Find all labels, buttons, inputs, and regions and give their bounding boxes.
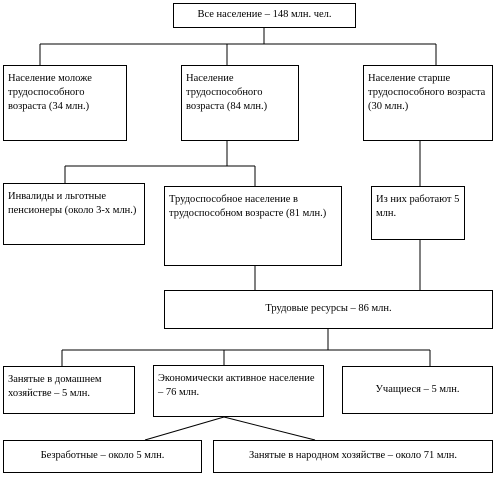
- connector-line: [144, 416, 225, 441]
- node-labor-resources: Трудовые ресурсы – 86 млн.: [164, 290, 493, 329]
- node-disabled-pensioners: Инвалиды и льготные пенсионеры (около 3-…: [3, 183, 145, 245]
- node-unemployed: Безработные – около 5 млн.: [3, 440, 202, 473]
- node-above-working-age: Население старше трудоспособного возраст…: [363, 65, 493, 141]
- node-able-working-age-label: Трудоспособное население в трудоспособно…: [169, 194, 327, 220]
- connector-line: [223, 416, 316, 441]
- node-total-population-label: Все население – 148 млн. чел.: [197, 9, 332, 21]
- node-employed-national-economy-label: Занятые в народном хозяйстве – около 71 …: [249, 450, 457, 462]
- node-economically-active: Экономически активное население – 76 млн…: [153, 365, 324, 417]
- node-above-working-age-label: Население старше трудоспособного возраст…: [368, 73, 486, 113]
- node-household-employed: Занятые в домашнем хозяйстве – 5 млн.: [3, 366, 135, 414]
- node-economically-active-label: Экономически активное население – 76 млн…: [158, 373, 315, 399]
- node-students: Учащиеся – 5 млн.: [342, 366, 493, 414]
- node-working-seniors-label: Из них работают 5 млн.: [376, 194, 460, 220]
- node-household-employed-label: Занятые в домашнем хозяйстве – 5 млн.: [8, 374, 102, 400]
- node-working-age-label: Население трудоспособного возраста (84 м…: [186, 73, 268, 113]
- node-total-population: Все население – 148 млн. чел.: [173, 3, 356, 28]
- node-disabled-pensioners-label: Инвалиды и льготные пенсионеры (около 3-…: [8, 191, 137, 217]
- node-working-seniors: Из них работают 5 млн.: [371, 186, 465, 240]
- node-below-working-age-label: Население моложе трудоспособного возраст…: [8, 73, 92, 113]
- node-employed-national-economy: Занятые в народном хозяйстве – около 71 …: [213, 440, 493, 473]
- node-students-label: Учащиеся – 5 млн.: [375, 383, 460, 395]
- node-working-age: Население трудоспособного возраста (84 м…: [181, 65, 299, 141]
- node-unemployed-label: Безработные – около 5 млн.: [40, 450, 165, 462]
- node-able-working-age: Трудоспособное население в трудоспособно…: [164, 186, 342, 266]
- node-below-working-age: Население моложе трудоспособного возраст…: [3, 65, 127, 141]
- node-labor-resources-label: Трудовые ресурсы – 86 млн.: [265, 303, 392, 315]
